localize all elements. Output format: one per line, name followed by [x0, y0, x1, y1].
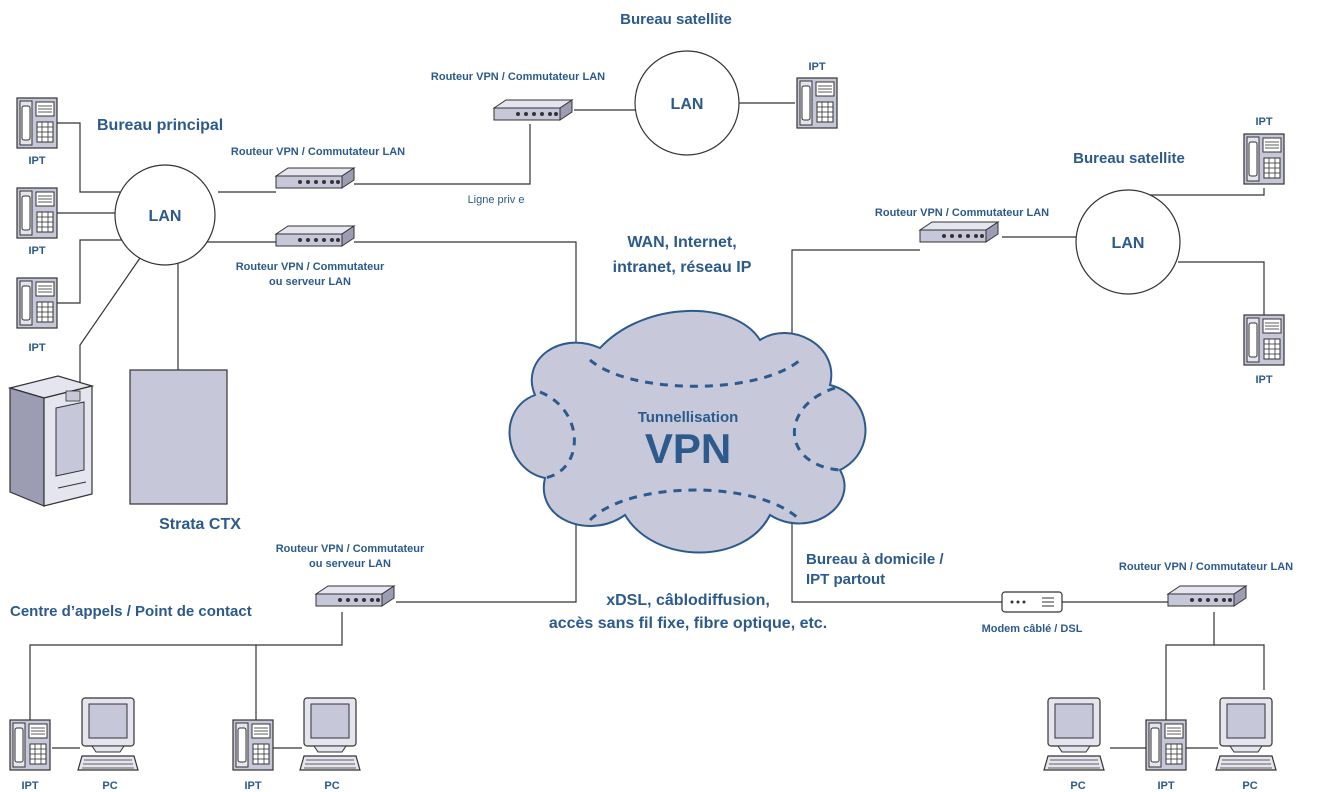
satellite-top-router-label: Routeur VPN / Commutateur LAN	[431, 71, 605, 83]
lan-satellite-right-label: LAN	[1112, 235, 1145, 252]
wan-label-2: intranet, réseau IP	[613, 259, 752, 276]
pbx-label: Strata CTX	[159, 516, 241, 533]
satellite-right-router-label: Routeur VPN / Commutateur LAN	[875, 207, 1049, 219]
pc-call-center-2	[299, 697, 361, 771]
access-label-1: xDSL, câblodiffusion,	[606, 592, 770, 609]
pc-call-center-1	[77, 697, 139, 771]
main-ipt-3-label: IPT	[28, 342, 45, 354]
call-center-router-label-1: Routeur VPN / Commutateur	[276, 543, 425, 555]
pbx-cabinet	[129, 369, 228, 505]
satellite-top-ipt-label: IPT	[808, 61, 825, 73]
satellite-right-ipt-top-label: IPT	[1255, 116, 1272, 128]
connection-lines	[29, 102, 1265, 749]
main-router-bottom-label-1: Routeur VPN / Commutateur	[236, 261, 385, 273]
cloud-subtitle: Tunnellisation	[638, 409, 739, 426]
router-home-office	[1167, 585, 1247, 607]
main-ipt-2-label: IPT	[28, 245, 45, 257]
call-center-pc-2-label: PC	[324, 780, 339, 792]
pc-home-office-2	[1215, 697, 1277, 771]
main-office-title: Bureau principal	[97, 117, 223, 134]
modem	[1001, 591, 1063, 613]
lan-satellite-right: LAN	[1075, 189, 1181, 295]
lan-main-label: LAN	[149, 208, 182, 225]
phone-satellite-top	[796, 77, 838, 129]
leased-line-label: Ligne priv e	[468, 194, 525, 206]
phone-home-office	[1145, 719, 1187, 771]
satellite-right-ipt-bottom-label: IPT	[1255, 374, 1272, 386]
vpn-cloud: Tunnellisation VPN	[508, 309, 867, 554]
router-main-top	[275, 167, 355, 189]
satellite-right-title: Bureau satellite	[1073, 150, 1185, 167]
phone-satellite-right-top	[1243, 133, 1285, 185]
call-center-ipt-1-label: IPT	[21, 780, 38, 792]
modem-label: Modem câblé / DSL	[982, 623, 1083, 635]
router-call-center	[315, 585, 395, 607]
home-office-pc-1-label: PC	[1070, 780, 1085, 792]
main-router-top-label: Routeur VPN / Commutateur LAN	[231, 146, 405, 158]
main-ipt-1-label: IPT	[28, 155, 45, 167]
server-tower	[7, 375, 95, 507]
phone-satellite-right-bottom	[1243, 314, 1285, 366]
home-office-router-label: Routeur VPN / Commutateur LAN	[1119, 561, 1293, 573]
lan-satellite-top-label: LAN	[671, 96, 704, 113]
lan-main: LAN	[114, 164, 216, 266]
call-center-title: Centre d’appels / Point de contact	[10, 603, 252, 620]
phone-call-center-2	[232, 719, 274, 771]
router-satellite-right	[919, 221, 999, 243]
cloud-title: VPN	[645, 425, 731, 472]
router-main-bottom	[275, 225, 355, 247]
call-center-ipt-2-label: IPT	[244, 780, 261, 792]
home-office-pc-2-label: PC	[1242, 780, 1257, 792]
router-satellite-top	[493, 99, 573, 121]
call-center-router-label-2: ou serveur LAN	[309, 558, 391, 570]
home-office-title-2: IPT partout	[806, 571, 885, 588]
phone-main-2	[16, 187, 58, 239]
pc-home-office-1	[1043, 697, 1105, 771]
home-office-ipt-label: IPT	[1157, 780, 1174, 792]
phone-call-center-1	[9, 719, 51, 771]
home-office-title-1: Bureau à domicile /	[806, 551, 944, 568]
main-router-bottom-label-2: ou serveur LAN	[269, 276, 351, 288]
wan-label-1: WAN, Internet,	[627, 234, 736, 251]
phone-main-1	[16, 97, 58, 149]
satellite-top-title: Bureau satellite	[620, 11, 732, 28]
phone-main-3	[16, 277, 58, 329]
access-label-2: accès sans fil fixe, fibre optique, etc.	[549, 615, 827, 632]
lan-satellite-top: LAN	[634, 50, 740, 156]
call-center-pc-1-label: PC	[102, 780, 117, 792]
